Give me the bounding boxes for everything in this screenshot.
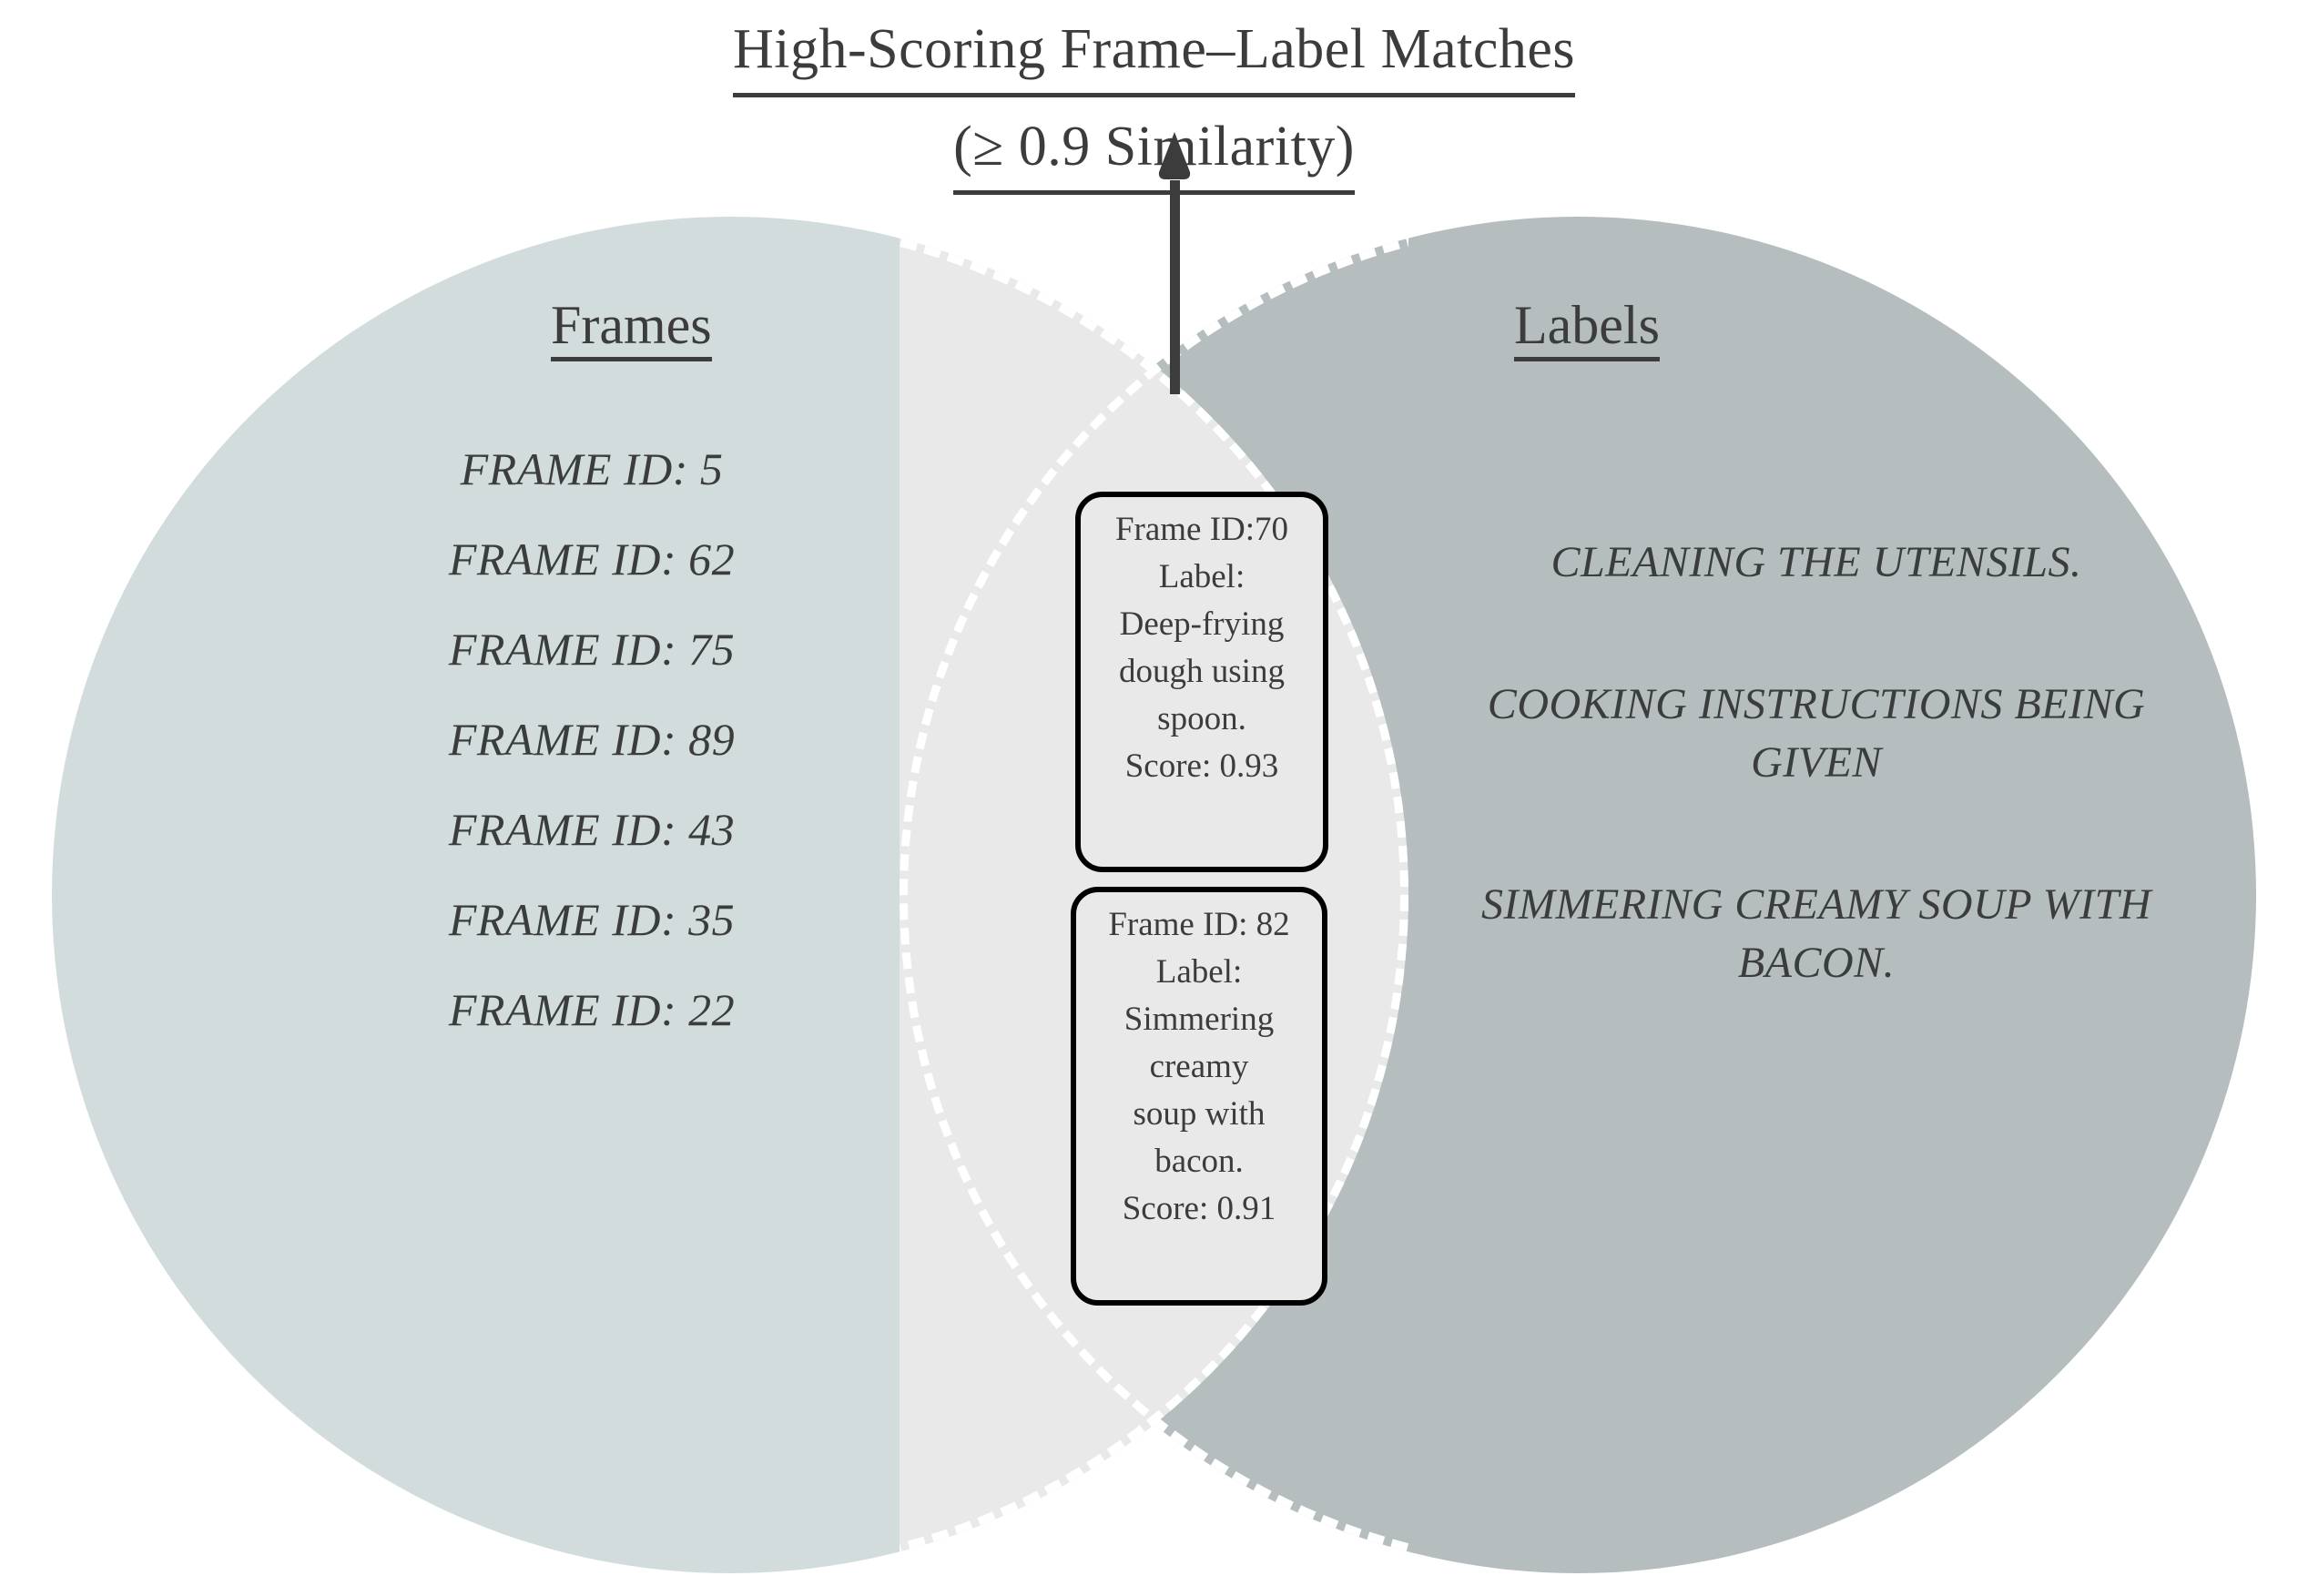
list-item: SIMMERING CREAMY SOUP WITH BACON. <box>1480 880 2152 987</box>
list-item: FRAME ID: 35 <box>448 894 736 945</box>
match-card: Frame ID: 82 Label: Simmering creamy sou… <box>1071 887 1327 1306</box>
title-line-1: High-Scoring Frame–Label Matches <box>732 7 1576 97</box>
match-line: spoon. <box>1157 700 1246 737</box>
labels-list: CLEANING THE UTENSILS. COOKING INSTRUCTI… <box>1439 534 2194 992</box>
title-line-2-wrapper: (≥ 0.9 Similarity) <box>0 105 2308 195</box>
page-title: High-Scoring Frame–Label Matches (≥ 0.9 … <box>0 7 2308 195</box>
list-item: CLEANING THE UTENSILS. <box>1551 538 2082 586</box>
match-line: soup with <box>1133 1095 1266 1133</box>
list-item: FRAME ID: 89 <box>448 714 736 765</box>
match-line: Frame ID: 82 <box>1108 906 1290 943</box>
list-item: FRAME ID: 5 <box>460 443 724 494</box>
match-line: bacon. <box>1154 1143 1244 1180</box>
match-line: Simmering <box>1123 1001 1275 1038</box>
match-line: dough using <box>1119 653 1285 690</box>
match-score: Score: 0.93 <box>1124 747 1279 785</box>
title-line-2: (≥ 0.9 Similarity) <box>953 105 1355 195</box>
match-line: Label: <box>1158 558 1246 595</box>
match-card: Frame ID:70 Label: Deep-frying dough usi… <box>1075 492 1328 872</box>
list-item: FRAME ID: 22 <box>448 984 736 1035</box>
up-arrow-icon <box>1158 132 1191 394</box>
list-item: FRAME ID: 62 <box>448 534 736 585</box>
match-line: Label: <box>1155 953 1243 991</box>
list-item: FRAME ID: 75 <box>448 624 736 675</box>
match-line: Frame ID:70 <box>1114 511 1289 548</box>
match-score: Score: 0.91 <box>1122 1190 1276 1227</box>
circle-heading-frames: Frames <box>551 295 712 361</box>
list-item: COOKING INSTRUCTIONS BEING GIVEN <box>1487 680 2146 787</box>
list-item: FRAME ID: 43 <box>448 804 736 855</box>
frames-list: FRAME ID: 5 FRAME ID: 62 FRAME ID: 75 FR… <box>273 442 910 1073</box>
circle-heading-labels: Labels <box>1514 295 1660 361</box>
match-line: Deep-frying <box>1119 605 1285 643</box>
match-line: creamy <box>1149 1048 1249 1085</box>
